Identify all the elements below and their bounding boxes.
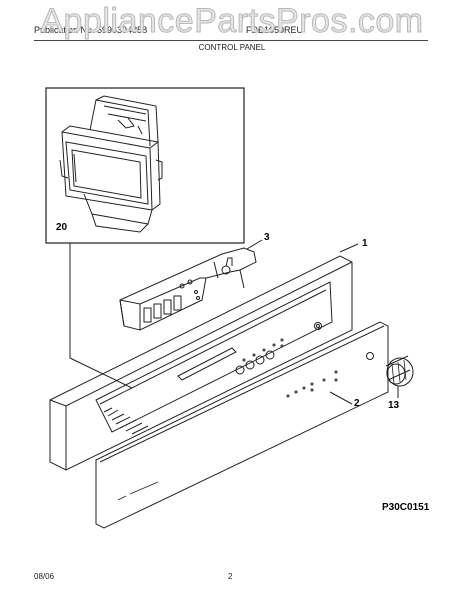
header-rule xyxy=(34,40,428,41)
leader-part-2 xyxy=(329,391,353,405)
control-board-part-3 xyxy=(119,247,257,331)
callout-part-2: 2 xyxy=(354,398,360,409)
footer-date: 08/06 xyxy=(34,572,55,581)
overlay-panel-part-2 xyxy=(95,321,389,529)
publication-number: Publication No. 5995394858 xyxy=(34,25,148,35)
inset-box-part-20 xyxy=(45,87,245,244)
model-number: FDB1050REU xyxy=(246,25,304,35)
callout-part-1: 1 xyxy=(362,238,368,249)
console-part-1 xyxy=(49,255,353,471)
watermark: AppliancePartsPros.com xyxy=(40,2,424,41)
diagram-code: P30C0151 xyxy=(382,502,430,513)
callout-part-20: 20 xyxy=(56,222,68,233)
page-title: CONTROL PANEL xyxy=(198,43,266,52)
callout-part-3: 3 xyxy=(264,232,270,243)
callout-part-13: 13 xyxy=(388,400,400,411)
leader-part-1 xyxy=(339,243,359,253)
knob-part-13 xyxy=(385,355,414,387)
leader-inset xyxy=(69,243,133,389)
leader-part-3 xyxy=(246,239,263,250)
dispenser-illustration xyxy=(59,95,163,233)
footer-page-number: 2 xyxy=(228,572,233,581)
